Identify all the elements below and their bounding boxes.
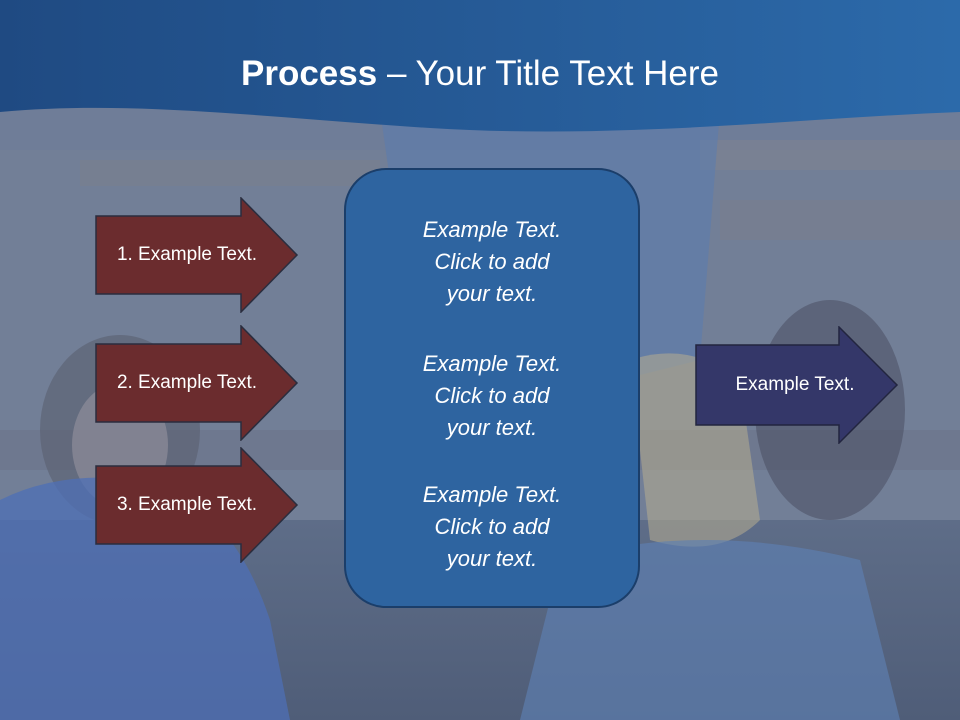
left-arrow-3-label: 3. Example Text. [116, 494, 258, 515]
left-arrow-1-label: 1. Example Text. [116, 244, 258, 265]
center-text-block-2: Example Text. Click to add your text. [346, 348, 638, 444]
center-text-block-3: Example Text. Click to add your text. [346, 479, 638, 575]
center-block-1-line-2: Click to add [434, 249, 550, 274]
center-block-2-line-1: Example Text. [422, 351, 562, 376]
left-arrow-2[interactable]: 2. Example Text. [95, 325, 299, 441]
center-block-3-line-3: your text. [446, 546, 538, 571]
center-block-3-line-2: Click to add [434, 514, 550, 539]
left-arrow-2-label: 2. Example Text. [116, 372, 258, 393]
right-arrow-label: Example Text. [735, 374, 855, 395]
center-text-block-1: Example Text. Click to add your text. [346, 214, 638, 310]
center-block-2-line-3: your text. [446, 415, 538, 440]
center-block-1-line-3: your text. [446, 281, 538, 306]
slide-title: Process – Your Title Text Here [0, 52, 960, 96]
center-block-1-line-1: Example Text. [422, 217, 562, 242]
center-text-box[interactable]: Example Text. Click to add your text. Ex… [344, 168, 640, 608]
center-block-2-line-2: Click to add [434, 383, 550, 408]
title-rest: – Your Title Text Here [377, 54, 719, 93]
center-block-3-line-1: Example Text. [422, 482, 562, 507]
left-arrow-3[interactable]: 3. Example Text. [95, 447, 299, 563]
right-arrow[interactable]: Example Text. [695, 326, 899, 444]
left-arrow-1[interactable]: 1. Example Text. [95, 197, 299, 313]
title-bold: Process [241, 54, 378, 93]
